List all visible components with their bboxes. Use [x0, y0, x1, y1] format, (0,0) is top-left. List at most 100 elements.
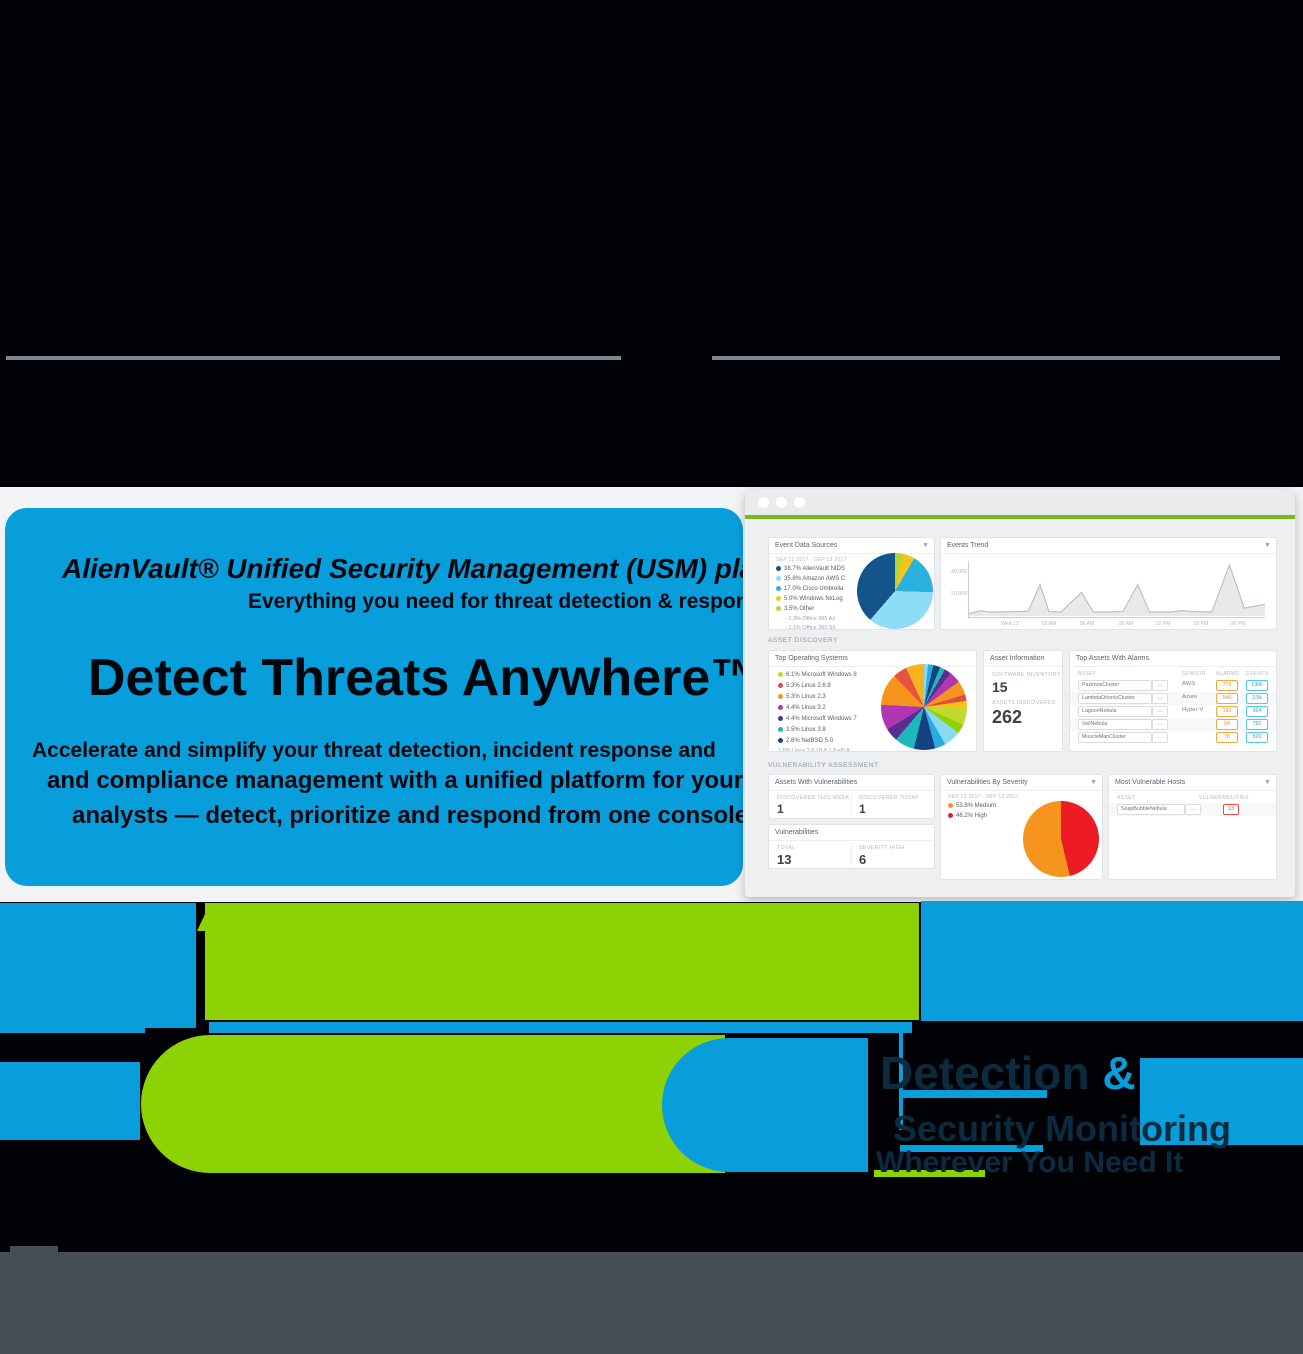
table-row[interactable]: LambdaOrionisCluster ... Azure 540 2.5k — [1070, 692, 1276, 705]
panel-title: Assets With Vulnerabilities — [769, 775, 934, 791]
alarms-badge[interactable]: 94 — [1216, 719, 1238, 730]
total-value: 13 — [777, 852, 792, 867]
panel-title: Events Trend ▼ — [941, 538, 1276, 554]
row-menu-icon[interactable]: ... — [1152, 732, 1168, 743]
table-row[interactable]: LagoonNebula ... Hyper-V 182 364 — [1070, 705, 1276, 718]
column-header: ASSET — [1078, 671, 1097, 677]
stat-label: ASSETS DISCOVERED — [992, 700, 1056, 706]
brand-accent-bar — [745, 515, 1295, 519]
events-trend-area-chart[interactable] — [969, 562, 1265, 616]
panel-assets-with-vulnerabilities: Assets With Vulnerabilities DISCOVERED T… — [768, 774, 935, 819]
window-control-icon — [794, 497, 805, 508]
decor-blue-pill — [662, 1038, 868, 1172]
decor-green-block — [205, 903, 919, 1020]
sensor-cell: Azure — [1182, 694, 1198, 700]
asset-chip[interactable]: LambdaOrionisCluster — [1078, 693, 1152, 704]
hero-line-2: Everything you need for threat detection… — [248, 590, 743, 613]
events-badge[interactable]: 364 — [1246, 706, 1268, 717]
row-menu-icon[interactable]: ... — [1152, 693, 1168, 704]
panel-top-assets-with-alarms: Top Assets With Alarms ASSET SENSOR ALAR… — [1069, 650, 1277, 752]
legend-item: 17.0% Cisco Umbrella — [776, 586, 843, 592]
events-badge[interactable]: 130k — [1246, 680, 1268, 691]
legend-item: 35.8% Amazon AWS C — [776, 576, 845, 582]
table-row[interactable]: SoapBubbleNebula ... 13 — [1109, 803, 1276, 816]
decor-blue-strip — [209, 1022, 912, 1033]
severity-high-value: 6 — [859, 852, 867, 867]
filter-icon[interactable]: ▼ — [1264, 779, 1271, 786]
column-header: SENSOR — [1182, 671, 1206, 677]
asset-chip[interactable]: PazimosCluster — [1078, 680, 1152, 691]
table-row[interactable]: PazimosCluster ... AWS 776 130k — [1070, 679, 1276, 692]
alarms-badge[interactable]: 540 — [1216, 693, 1238, 704]
asset-chip[interactable]: VeilNebula — [1078, 719, 1152, 730]
alarms-badge[interactable]: 776 — [1216, 680, 1238, 691]
panel-vulnerabilities: Vulnerabilities TOTAL 13 SEVERITY HIGH 6 — [768, 824, 935, 869]
legend-item: 4.4% Microsoft Windows 7 — [778, 716, 857, 722]
x-tick: 03 PM — [1193, 621, 1209, 627]
legend-dot — [948, 813, 953, 818]
decor-blue-bar — [899, 1032, 903, 1130]
table-row[interactable]: VeilNebula ... 94 782 — [1070, 718, 1276, 731]
stat-label: SOFTWARE INVENTORY — [992, 672, 1061, 678]
y-tick: 20,000 — [951, 591, 967, 597]
row-menu-icon[interactable]: ... — [1152, 706, 1168, 717]
asset-chip[interactable]: LagoonNebula — [1078, 706, 1152, 717]
stat-label: TOTAL — [777, 845, 796, 851]
events-badge[interactable]: 2.5k — [1246, 693, 1268, 704]
panel-title: Most Vulnerable Hosts ▼ — [1109, 775, 1276, 791]
decor-blue-block — [1140, 1058, 1303, 1145]
legend-item: 3.5% Linux 3.8 — [778, 727, 826, 733]
severity-pie-chart[interactable] — [1023, 801, 1099, 877]
legend-item: 38.7% AlienVault NIDS — [776, 566, 845, 572]
legend-dot — [776, 566, 781, 571]
legend-item: 6.1% Microsoft Windows 8 — [778, 672, 857, 678]
legend-dot — [776, 606, 781, 611]
row-menu-icon[interactable]: ... — [1185, 804, 1201, 815]
events-badge[interactable]: 782 — [1246, 719, 1268, 730]
x-tick: Wed 13 — [1001, 621, 1019, 627]
asset-chip[interactable]: MuscleManCluster — [1078, 732, 1152, 743]
x-tick: 06 PM — [1230, 621, 1246, 627]
decor-blue-block — [921, 901, 1303, 1021]
filter-icon[interactable]: ▼ — [1090, 779, 1097, 786]
filter-icon[interactable]: ▼ — [922, 542, 929, 549]
event-sources-pie-chart[interactable] — [857, 553, 933, 629]
x-tick: 03 AM — [1041, 621, 1057, 627]
legend-item: 2.6% NetBSD 5.0 — [778, 738, 833, 744]
section-label-vulnerability-assessment: VULNERABILITY ASSESSMENT — [768, 762, 879, 769]
divider — [851, 843, 852, 866]
panel-vulnerabilities-by-severity: Vulnerabilities By Severity ▼ SEP 12 201… — [940, 774, 1103, 880]
panel-title: Vulnerabilities — [769, 825, 934, 841]
events-badge[interactable]: 520 — [1246, 732, 1268, 743]
assets-discovered-value: 262 — [992, 707, 1023, 727]
footer-notch — [10, 1246, 58, 1252]
legend-item: 53.8% Medium — [948, 803, 996, 809]
alarms-badge[interactable]: 182 — [1216, 706, 1238, 717]
legend-dot — [778, 694, 783, 699]
panel-events-trend: Events Trend ▼ 40,000 20,000 Wed 13 03 A… — [940, 537, 1277, 630]
decor-blue-strip — [0, 1022, 145, 1033]
asset-chip[interactable]: SoapBubbleNebula — [1117, 804, 1185, 815]
row-menu-icon[interactable]: ... — [1152, 719, 1168, 730]
decor-blue-block — [0, 1062, 140, 1140]
vulnerabilities-badge[interactable]: 13 — [1223, 804, 1239, 815]
table-row[interactable]: MuscleManCluster ... 78 520 — [1070, 731, 1276, 744]
panel-title: Top Operating Systems — [769, 651, 976, 667]
panel-title: Top Assets With Alarms — [1070, 651, 1276, 667]
y-axis — [968, 561, 969, 617]
hero-line-1: AlienVault® Unified Security Management … — [62, 553, 743, 584]
decor-green-pill — [141, 1035, 725, 1173]
decor-blue-block — [0, 903, 196, 1028]
operating-systems-pie-chart[interactable] — [881, 664, 967, 750]
discovered-today-value: 1 — [859, 802, 866, 816]
decor-blue-line — [900, 1090, 1047, 1098]
alarms-badge[interactable]: 78 — [1216, 732, 1238, 743]
column-header: ALARMS — [1216, 671, 1240, 677]
legend-item: 5.3% Linux 2.3 — [778, 694, 826, 700]
legend-item: 3.5% Other — [776, 606, 814, 612]
stat-label: DISCOVERED THIS WEEK — [777, 795, 850, 801]
x-tick: 06 AM — [1079, 621, 1095, 627]
decor-green-underline — [874, 1170, 985, 1177]
filter-icon[interactable]: ▼ — [1264, 542, 1271, 549]
row-menu-icon[interactable]: ... — [1152, 680, 1168, 691]
